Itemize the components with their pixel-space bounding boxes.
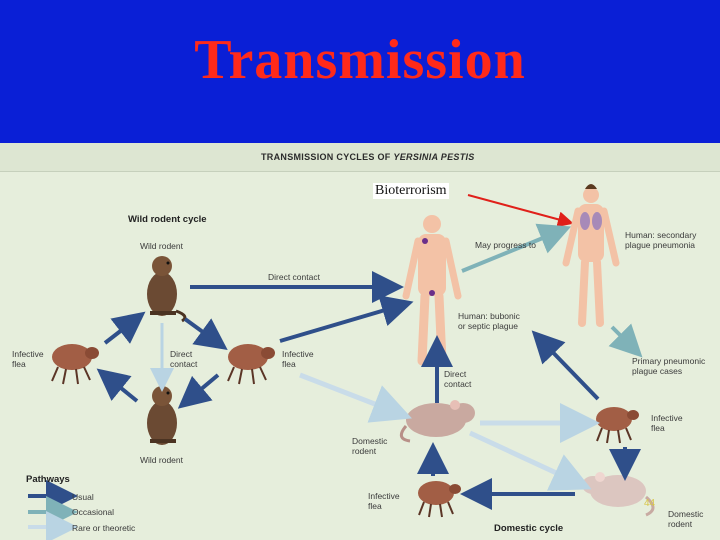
slide-title: Transmission — [194, 29, 526, 91]
label-human-bubonic-line2: or septic plague — [458, 321, 519, 331]
label-direct-contact-low-line2: contact — [444, 379, 472, 389]
label-direct-contact-low-line1: Direct — [444, 369, 467, 379]
bioterrorism-arrow — [467, 194, 574, 228]
arrow-domestic-left-to-domestic-right — [468, 430, 592, 491]
figure-header: TRANSMISSION CYCLES OF YERSINIA PESTIS — [261, 152, 475, 162]
human-secondary-figure — [562, 184, 620, 327]
flea-domestic-bottom-icon — [418, 481, 461, 518]
label-domestic-rodent-right-line2: rodent — [668, 519, 693, 529]
arrow-flea-to-human-bubonic — [531, 330, 600, 401]
title-band — [0, 0, 720, 143]
wild-rodent-top-icon — [147, 256, 187, 323]
wild-cycle-title: Wild rodent cycle — [128, 214, 207, 225]
legend-title: Pathways — [26, 474, 70, 485]
arrow-wild-rodent-top-to-flea-right — [183, 317, 228, 351]
arrow-flea-right-to-domestic — [299, 372, 412, 423]
wild-rodent-bottom-icon — [147, 386, 177, 445]
label-human-secondary-line1: Human: secondary — [625, 230, 697, 240]
arrow-flea-right-to-human — [279, 295, 414, 343]
label-wild-rodent-top: Wild rodent — [140, 241, 183, 251]
legend-usual-label: Usual — [72, 492, 94, 502]
label-primary-pneumonic-line2: plague cases — [632, 366, 683, 376]
label-infective-flea-right-line1: Infective — [282, 349, 314, 359]
label-domestic-rodent-left-line2: rodent — [352, 446, 377, 456]
label-direct-contact-top: Direct contact — [268, 272, 320, 282]
human-bubonic-figure — [402, 215, 462, 366]
flea-left-icon — [51, 344, 99, 385]
label-domestic-rodent-left-line1: Domestic — [352, 436, 388, 446]
label-may-progress: May progress to — [475, 240, 536, 250]
transmission-diagram: TRANSMISSION CYCLES OF YERSINIA PESTIS — [0, 143, 720, 540]
label-infective-flea-domestic-right-line2: flea — [651, 423, 665, 433]
label-infective-flea-domestic-right-line1: Infective — [651, 413, 683, 423]
label-domestic-rodent-right-line1: Domestic — [668, 509, 704, 519]
figure-header-bar: TRANSMISSION CYCLES OF YERSINIA PESTIS — [0, 143, 720, 172]
label-wild-rodent-bottom: Wild rodent — [140, 455, 183, 465]
label-direct-contact-mid-line1: Direct — [170, 349, 193, 359]
legend-rare-label: Rare or theoretic — [72, 523, 136, 533]
figure-header-species: YERSINIA PESTIS — [393, 152, 475, 162]
label-infective-flea-left-line2: flea — [12, 359, 26, 369]
arrow-wild-rodent-bottom-to-flea-left — [96, 368, 139, 403]
arrow-to-primary-pneumonic — [608, 323, 643, 358]
domestic-rodent-right-icon — [582, 472, 655, 517]
slide-number: 44 — [644, 498, 656, 509]
domestic-rodent-left-icon — [399, 400, 475, 443]
figure-header-prefix: TRANSMISSION CYCLES OF — [261, 152, 394, 162]
label-human-secondary-line2: plague pneumonia — [625, 240, 695, 250]
label-human-bubonic-line1: Human: bubonic — [458, 311, 520, 321]
flea-right-icon — [227, 344, 275, 385]
diagram-canvas — [28, 184, 655, 540]
label-infective-flea-domestic-bottom-line1: Infective — [368, 491, 400, 501]
arrow-may-progress — [461, 223, 572, 273]
bioterrorism-label: Bioterrorism — [373, 183, 449, 199]
label-infective-flea-left-line1: Infective — [12, 349, 44, 359]
legend-occasional-label: Occasional — [72, 507, 115, 517]
arrow-flea-right-to-wild-rodent-bottom — [177, 373, 220, 409]
label-infective-flea-domestic-bottom-line2: flea — [368, 501, 382, 511]
label-infective-flea-right-line2: flea — [282, 359, 296, 369]
label-domestic-cycle: Domestic cycle — [494, 523, 564, 534]
label-primary-pneumonic-line1: Primary pneumonic — [632, 356, 706, 366]
flea-domestic-right-icon — [596, 407, 639, 444]
label-direct-contact-mid-line2: contact — [170, 359, 198, 369]
arrow-flea-to-wild-rodent-top — [103, 311, 146, 345]
